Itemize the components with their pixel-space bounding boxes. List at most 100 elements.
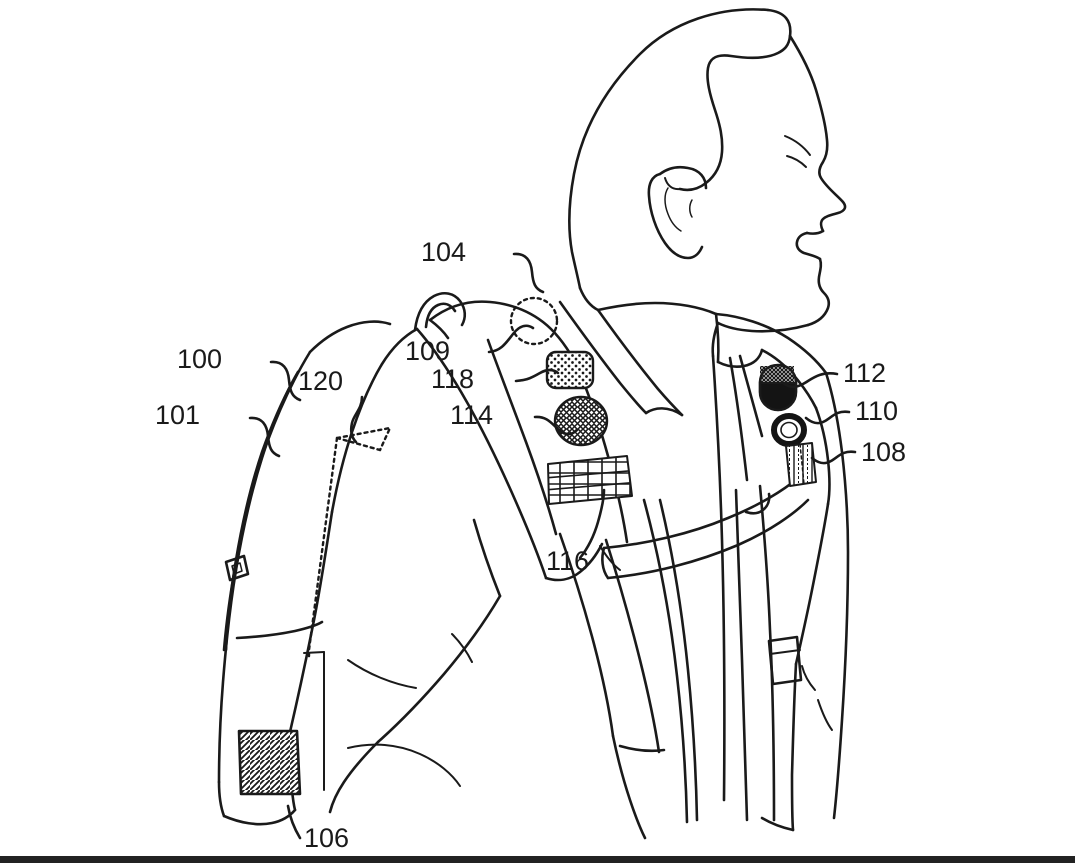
dotted-circle-109[interactable] (509, 296, 559, 346)
shirt-fold-arm (801, 665, 816, 691)
backpack-bottom-edge (222, 808, 297, 826)
head-outline (567, 8, 770, 290)
lower-lip-chin (806, 257, 831, 327)
head-group (567, 8, 847, 333)
backpack-body-left-edge (234, 370, 300, 572)
ref-num-109: 109 (405, 336, 450, 366)
eye-line (786, 155, 807, 168)
leader-109 (487, 324, 535, 354)
ref-num-112: 112 (843, 358, 886, 388)
jawline (716, 321, 810, 333)
ref-num-101: 101 (155, 400, 200, 430)
ref-num-106: 106 (304, 823, 349, 853)
leader-110 (804, 410, 851, 425)
sideburn (664, 177, 681, 191)
strap-slider-inner (769, 649, 801, 655)
backpack-body-bottom-left (217, 780, 226, 818)
capsule-module-112-top-fill (760, 366, 794, 383)
garment-seam-inner (486, 338, 558, 536)
bottom-edge-bar (0, 856, 1075, 863)
leader-116 (578, 488, 606, 560)
backpack-strap-upper-curve (308, 320, 392, 354)
leader-106 (286, 804, 302, 840)
vertical-strap-outer (734, 488, 749, 822)
arm-inner-line (604, 538, 661, 754)
shirt-fold-right (817, 699, 833, 731)
shirt-placket-c (738, 354, 764, 438)
garment-panel-lower-fold (544, 542, 604, 582)
hairline (678, 8, 792, 192)
arm-side-outline (558, 532, 615, 738)
backpack-top-handle-inner (424, 302, 457, 329)
brow-line (784, 135, 811, 156)
arm-right-outer (824, 371, 850, 820)
ear-inner-notch (689, 199, 693, 218)
strap-buckle-slot (231, 562, 243, 575)
lat-crease (451, 633, 473, 663)
hatch-panel-106 (237, 729, 302, 796)
backpack-hidden-pocket (307, 426, 393, 660)
collar-right-wing (714, 312, 720, 364)
garment-shoulder-top (428, 300, 576, 362)
person-body-group (328, 532, 666, 840)
strap-slider-block (767, 635, 803, 686)
leader-112 (780, 372, 839, 389)
shirt-placket-a (711, 354, 726, 802)
collar-left-wing-outer (596, 308, 684, 417)
upper-lip (795, 231, 822, 261)
torso-right-lower (790, 662, 798, 832)
backpack-lower-seam (235, 620, 324, 640)
ref-num-120: 120 (298, 366, 343, 396)
ref-num-114: 114 (450, 400, 493, 430)
striped-module-108[interactable] (785, 442, 817, 487)
grid-band-116[interactable] (547, 455, 633, 505)
grid-band-fill (548, 456, 632, 504)
ref-num-108: 108 (861, 437, 906, 467)
back-muscle-crease-lower (347, 743, 461, 787)
chest-strap-left-end (601, 546, 610, 580)
collar-left-wing (558, 300, 648, 415)
collar-left-wing-tip (644, 407, 684, 417)
collar-right-tip (716, 348, 764, 369)
back-contour (328, 740, 380, 814)
forearm-front (611, 734, 647, 840)
leader-114 (533, 415, 579, 436)
ear-outline (647, 172, 704, 260)
torso-right-side (794, 502, 830, 666)
ring-sensor-110-inner (780, 421, 798, 439)
backpack-strap-outer (222, 350, 312, 652)
backpack-group (217, 291, 467, 826)
backpack-strap-inner (224, 370, 300, 652)
neck-back (578, 286, 600, 312)
cross-hatch-circle-114[interactable] (553, 395, 609, 447)
shoulder-right-top (714, 312, 828, 375)
shoulder-modules-group (509, 296, 633, 505)
ear-inner-detail (664, 187, 682, 232)
torso-left-back-line-2 (642, 498, 689, 824)
ref-num-110: 110 (855, 396, 898, 426)
reference-numerals-group: 100 101 104 106 108 109 110 112 114 116 … (155, 237, 906, 853)
chest-strap-group (601, 476, 810, 822)
leader-101 (248, 416, 281, 458)
back-muscle-crease-upper (347, 659, 417, 689)
elbow-crease (599, 545, 621, 571)
shirt-hem-right (760, 816, 795, 832)
chest-strap-lower (606, 498, 810, 580)
torso-left-back-line (658, 498, 699, 822)
garment-armhole (472, 518, 502, 598)
backpack-body-right-lower (288, 510, 334, 734)
leader-lines-group (248, 252, 857, 840)
vertical-strap-inner (758, 484, 776, 822)
ref-num-118: 118 (431, 364, 474, 394)
sleeve-modules-group (758, 363, 817, 487)
garment-panel-left-edge (415, 327, 548, 580)
leader-118 (514, 368, 560, 383)
garment-shoulder-notch (428, 318, 450, 340)
backpack-pocket-seam-bottom (303, 651, 325, 654)
ref-num-116: 116 (546, 546, 589, 576)
forehead-face-profile (788, 34, 847, 233)
leader-120 (349, 395, 364, 444)
backpack-top-handle (413, 291, 467, 332)
